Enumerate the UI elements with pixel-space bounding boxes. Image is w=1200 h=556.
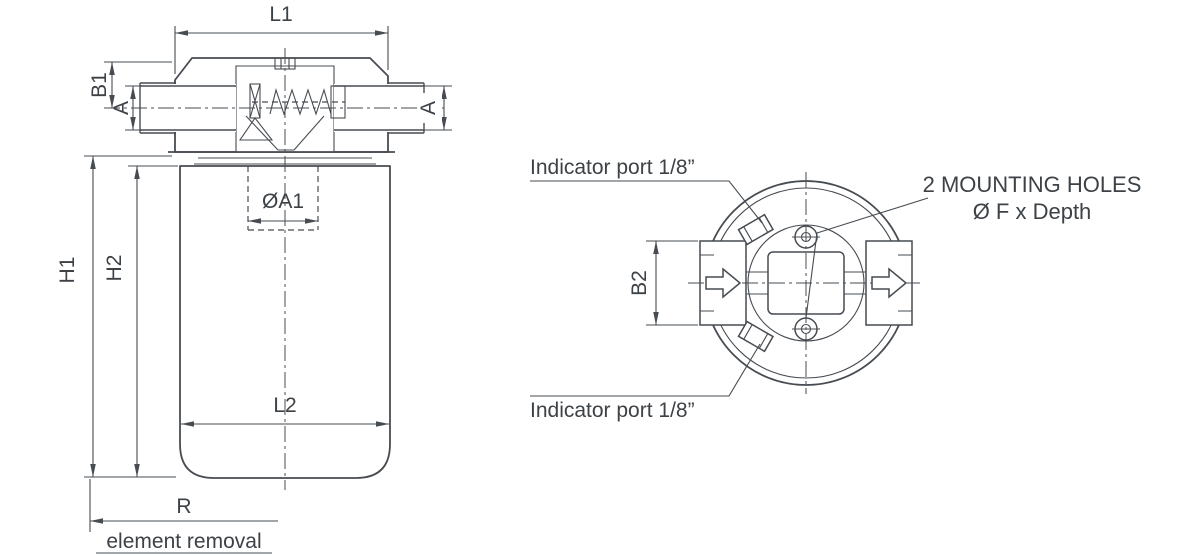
indicator-boss-top [737, 213, 775, 246]
indicator-port-top-label: Indicator port 1/8” [530, 156, 695, 179]
poppet-cross [249, 83, 261, 119]
flow-arrow-left [705, 267, 742, 299]
filter-head [139, 57, 425, 165]
side-view: L1 B1 A A H1 [56, 3, 452, 554]
bypass-valve [238, 57, 346, 151]
mounting-holes-spec: Ø F x Depth [973, 199, 1092, 224]
dim-H1: H1 [56, 155, 176, 478]
dim-label-h2: H2 [103, 255, 126, 282]
dim-A1: ØA1 [248, 190, 318, 224]
valve-cone [238, 117, 274, 141]
label-mounting-holes: 2 MOUNTING HOLES Ø F x Depth [805, 172, 1142, 319]
dim-label-l2: L2 [273, 394, 296, 417]
indicator-boss-top-lines [743, 217, 769, 242]
dim-R: R element removal [89, 479, 278, 554]
mounting-holes-leader [805, 197, 929, 319]
indicator-bottom-leader [530, 343, 761, 397]
mounting-holes-title: 2 MOUNTING HOLES [923, 172, 1142, 197]
dim-A-left: A [110, 85, 140, 131]
indicator-boss-bottom-lines [743, 324, 769, 349]
dim-label-b1: B1 [88, 72, 111, 98]
top-plug-lines [280, 58, 290, 69]
dim-H2: H2 [103, 165, 178, 477]
dim-L1: L1 [174, 3, 389, 74]
element-removal-label: element removal [106, 530, 261, 553]
port-left-notches [700, 254, 714, 312]
indicator-boss-top-body [737, 213, 775, 246]
dim-label-b2: B2 [628, 270, 651, 296]
flow-channel-walls [746, 271, 866, 295]
outlet-funnel [245, 115, 325, 151]
label-knockout [421, 93, 442, 123]
bowl-outline [179, 165, 391, 479]
port-right-notches [898, 254, 912, 312]
ext-lines-h1 [84, 155, 176, 478]
indicator-port-bottom-label: Indicator port 1/8” [530, 399, 695, 422]
indicator-top-leader [530, 180, 763, 224]
ext-lines-a-right [424, 85, 452, 131]
dim-label-h1: H1 [56, 257, 79, 284]
dim-label-a-left: A [110, 101, 133, 115]
top-view: B2 Indicator port 1/8” Indicator port 1/… [530, 156, 1141, 422]
indicator-boss-bottom [737, 320, 775, 353]
dim-L2: L2 [181, 394, 389, 427]
dim-A-right: A [417, 85, 452, 131]
dim-B1: B1 [88, 61, 172, 108]
dim-label-a1: ØA1 [262, 190, 304, 213]
center-axis-lines [104, 48, 448, 490]
spring [269, 88, 332, 116]
indicator-boss-bottom-body [737, 320, 775, 353]
dim-label-a-right: A [417, 101, 440, 115]
label-indicator-bottom: Indicator port 1/8” [530, 343, 761, 422]
flow-arrow-right [871, 267, 908, 299]
dim-B2: B2 [628, 240, 698, 326]
label-indicator-top: Indicator port 1/8” [530, 156, 763, 224]
dim-label-l1: L1 [269, 3, 292, 26]
dim-label-r: R [176, 495, 191, 518]
